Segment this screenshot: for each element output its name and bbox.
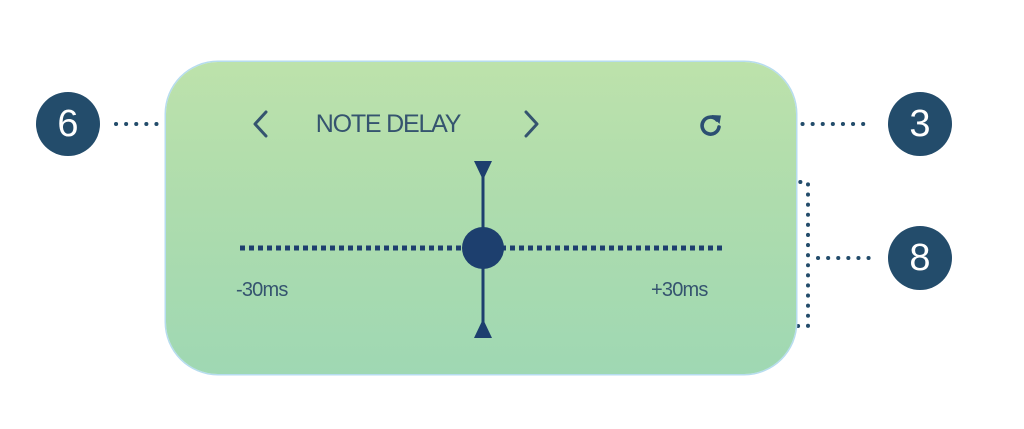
prev-button[interactable]	[246, 108, 274, 140]
reset-button[interactable]	[696, 110, 726, 140]
slider-knob[interactable]	[462, 227, 504, 269]
slider-top-marker	[474, 161, 492, 180]
callout-badge-3: 3	[888, 92, 952, 156]
callout-badge-8: 8	[888, 226, 952, 290]
slider-handle[interactable]	[462, 161, 504, 338]
chevron-left-icon	[253, 110, 268, 138]
slider-min-label: -30ms	[236, 279, 288, 301]
next-button[interactable]	[518, 108, 546, 140]
note-delay-panel	[166, 62, 796, 374]
reset-icon	[700, 115, 721, 136]
chevron-right-icon	[524, 110, 539, 138]
callout-badge-6: 6	[36, 92, 100, 156]
slider-bottom-marker	[474, 319, 492, 338]
slider-max-label: +30ms	[651, 279, 708, 301]
page-title: NOTE DELAY	[315, 110, 462, 138]
